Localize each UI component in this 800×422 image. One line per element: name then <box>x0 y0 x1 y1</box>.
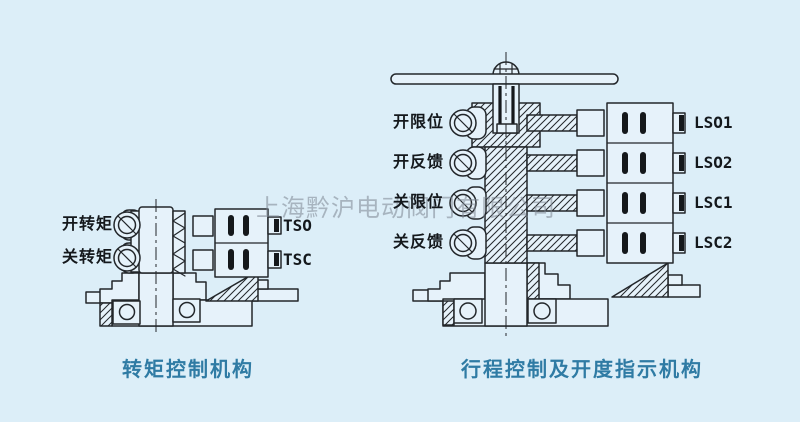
limit-switch-label-lsc2: LSC2 <box>694 233 733 252</box>
travel-bearing-right <box>527 298 557 324</box>
travel-bearing-left <box>453 298 483 324</box>
watermark-text: 上海黔沪电动阀门有限公司 <box>256 195 556 222</box>
travel-mechanism-drawing <box>390 52 701 336</box>
torque-mechanism-caption: 转矩控制机构 <box>122 359 254 381</box>
open-torque-screw-icon <box>113 211 141 239</box>
torque-bearing-right <box>172 298 201 323</box>
torque-bearing-left <box>112 300 141 325</box>
travel-row-hardware <box>465 106 605 260</box>
torque-switch-label-tso: TSO <box>283 216 312 235</box>
limit-switch-stack <box>606 102 686 264</box>
handwheel <box>390 61 619 85</box>
torque-base <box>85 270 299 327</box>
travel-mechanism-caption: 行程控制及开度指示机构 <box>461 359 703 381</box>
open-torque-label: 开转矩 <box>62 216 114 233</box>
travel-base <box>412 262 701 327</box>
close-torque-label: 关转矩 <box>62 249 114 266</box>
limit-switch-label-lso2: LSO2 <box>694 153 733 172</box>
limit-switch-label-lsc1: LSC1 <box>694 193 733 212</box>
open-feedback-label: 开反馈 <box>393 154 445 171</box>
limit-switch-label-lso1: LSO1 <box>694 113 733 132</box>
close-limit-label: 关限位 <box>393 194 445 211</box>
open-limit-screw-icon <box>449 109 477 137</box>
close-limit-screw-icon <box>449 189 477 217</box>
torque-mechanism-drawing <box>85 199 299 336</box>
torque-switch-label-tsc: TSC <box>283 250 312 269</box>
torque-switch-stack <box>214 208 282 278</box>
close-torque-screw-icon <box>113 244 141 272</box>
open-feedback-screw-icon <box>449 149 477 177</box>
close-feedback-screw-icon <box>449 229 477 257</box>
open-limit-label: 开限位 <box>393 114 445 131</box>
close-feedback-label: 关反馈 <box>393 234 445 251</box>
